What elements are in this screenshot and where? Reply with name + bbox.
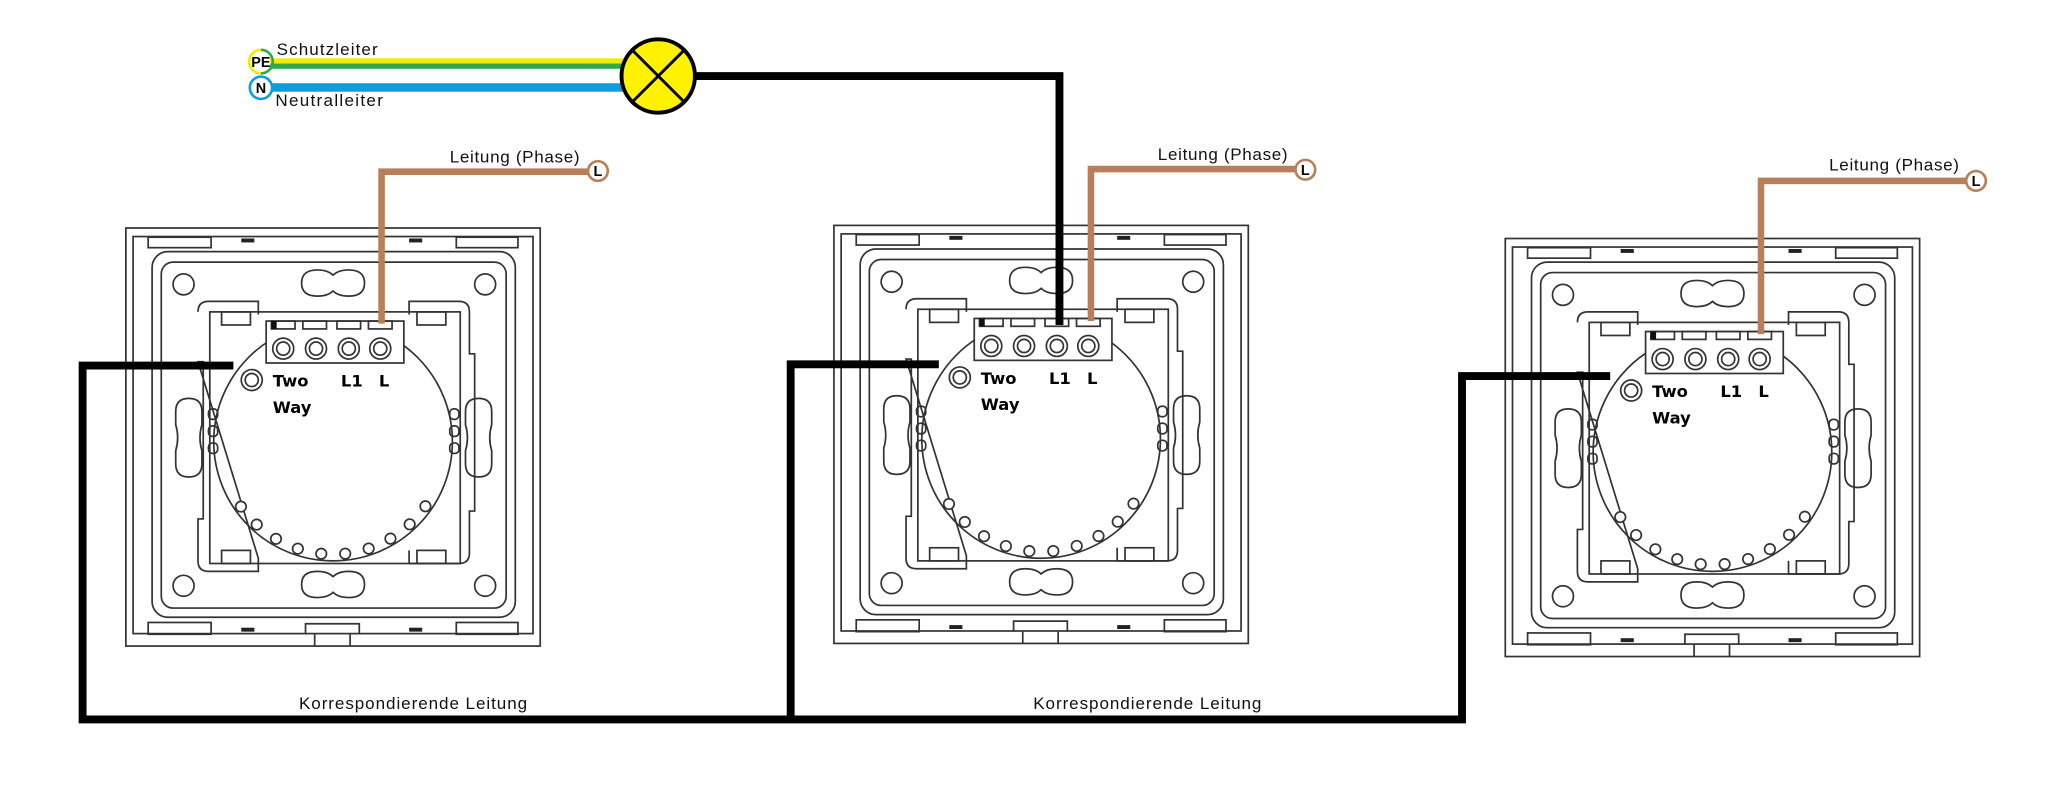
pe-terminal-icon: PE [247, 48, 274, 75]
lamp-switch-wire [694, 72, 1064, 325]
pe-wire-green [270, 63, 625, 69]
svg-text:L: L [1972, 174, 1981, 190]
terminal-label-l: L [379, 372, 389, 391]
terminal-label-two: Two [981, 369, 1017, 388]
phase-wire-2 [1087, 165, 1296, 322]
terminal-label-way: Way [981, 395, 1020, 414]
phase-terminal-icon: L [586, 159, 610, 183]
lamp-icon [619, 37, 697, 115]
phase-label-1: Leitung (Phase) [450, 148, 580, 167]
switch-1: Two Way L1 L [125, 227, 542, 647]
svg-text:PE: PE [251, 55, 271, 71]
phase-wire-1 [378, 168, 589, 324]
terminal-label-two: Two [1652, 382, 1688, 401]
pe-wire-yellow [270, 58, 625, 64]
terminal-label-way: Way [1652, 408, 1691, 427]
switch-2: Two Way L1 L [833, 224, 1250, 645]
traveler-label-1: Korrespondierende Leitung [299, 694, 527, 713]
phase-terminal-icon: L [1964, 169, 1988, 192]
terminal-label-l1: L1 [1049, 369, 1071, 388]
switch-3: Two Way L1 L [1504, 237, 1921, 658]
svg-text:L: L [1301, 163, 1310, 179]
n-label: Neutralleiter [275, 91, 383, 110]
pe-label: Schutzleiter [277, 40, 378, 59]
phase-label-2: Leitung (Phase) [1158, 145, 1288, 164]
traveler-label-2: Korrespondierende Leitung [1033, 694, 1261, 713]
n-terminal-icon: N [248, 75, 274, 101]
terminal-label-two: Two [273, 372, 309, 391]
traveler-wire-1 [78, 361, 1611, 724]
terminal-label-way: Way [273, 398, 312, 417]
svg-text:N: N [256, 81, 266, 97]
traveler-wire-2 [786, 360, 939, 720]
terminal-label-l: L [1087, 369, 1097, 388]
phase-label-3: Leitung (Phase) [1829, 155, 1959, 174]
svg-text:L: L [594, 164, 603, 180]
phase-terminal-icon: L [1294, 158, 1317, 181]
phase-wire-3 [1757, 177, 1967, 335]
terminal-label-l1: L1 [1720, 382, 1742, 401]
terminal-label-l1: L1 [341, 372, 363, 391]
neutral-wire [270, 83, 625, 92]
terminal-label-l: L [1758, 382, 1768, 401]
